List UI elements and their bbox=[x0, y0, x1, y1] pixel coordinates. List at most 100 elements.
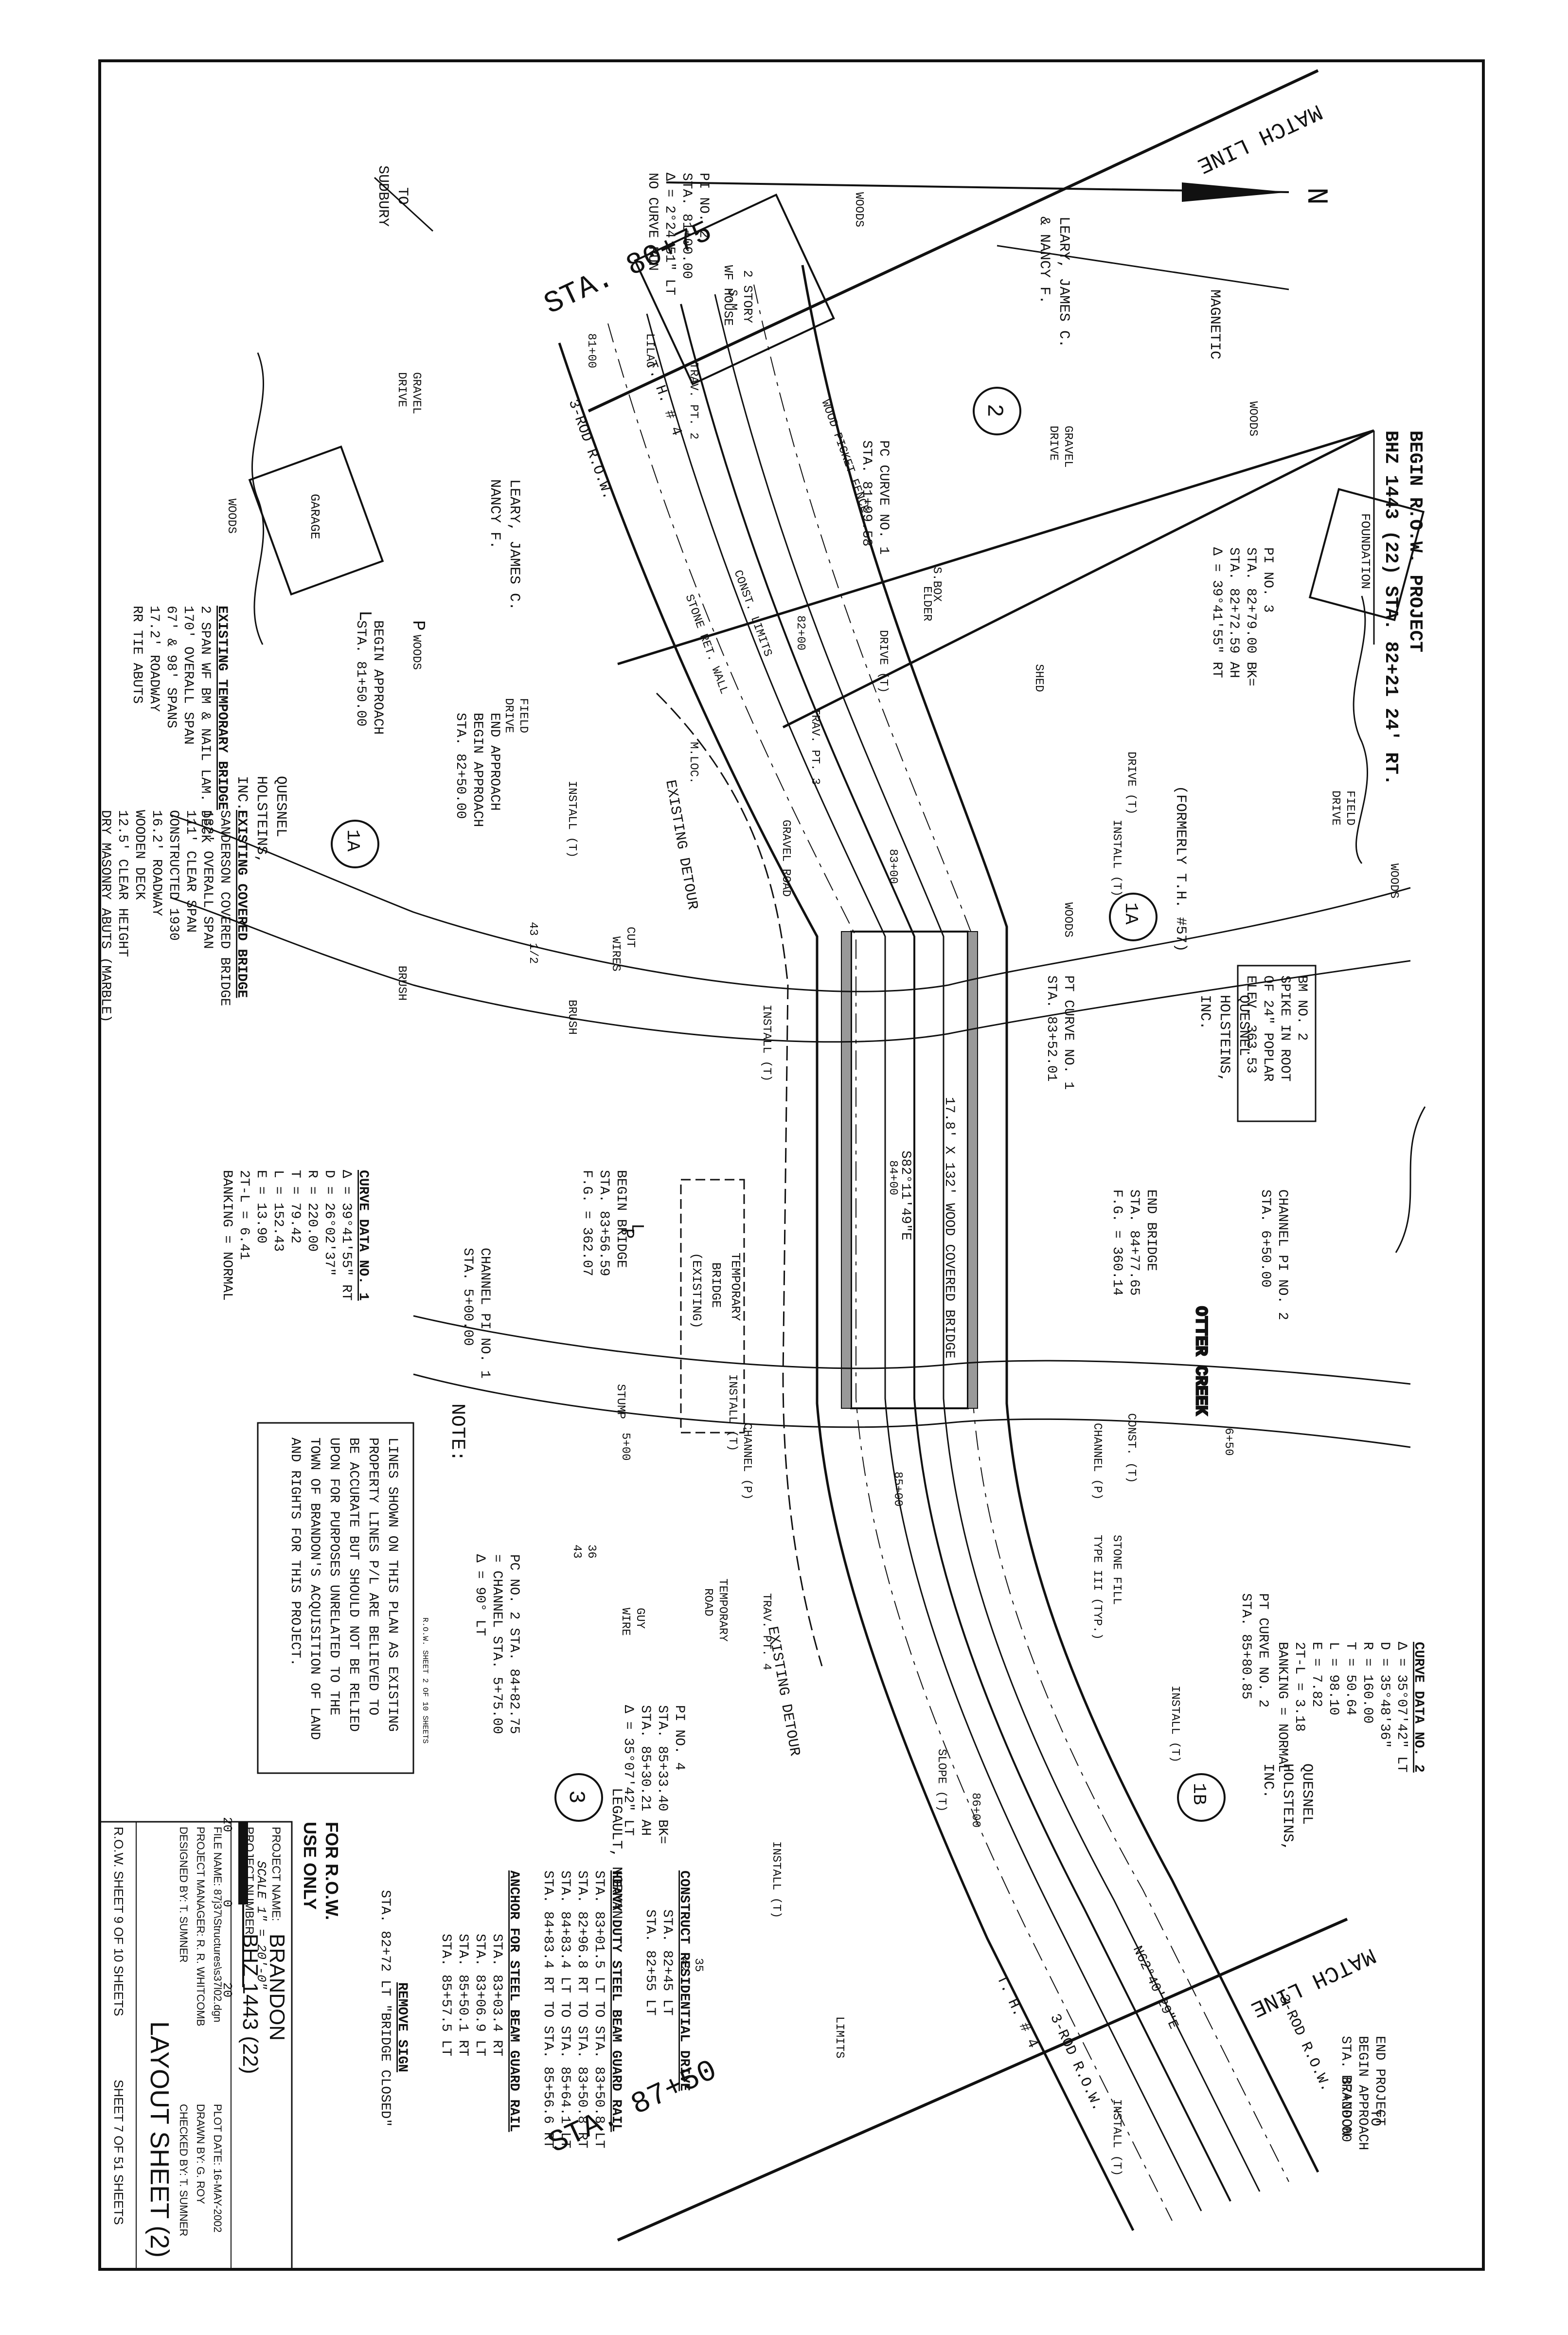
otter-creek-label: OTTER CREEK bbox=[1191, 1306, 1210, 1416]
owner-quesnel-c-3: INC. bbox=[1260, 1763, 1276, 1798]
tree-size-3: 43 bbox=[570, 1545, 583, 1559]
type-iii-label: TYPE III (TYP.) bbox=[1090, 1535, 1104, 1640]
note-l3: BE ACCURATE BUT SHOULD NOT BE RELIED bbox=[346, 1437, 361, 1732]
pt1-2: STA. 83+52.01 bbox=[1044, 975, 1059, 1081]
temp-bridge-title: EXISTING TEMPORARY BRIDGE bbox=[214, 606, 230, 810]
pi2-2: STA. 81+00.00 bbox=[679, 173, 694, 279]
guard-rail-l3: STA. 84+83.4 LT TO STA. 85+64.1 LT bbox=[557, 1870, 572, 2148]
tree-size-4: 35 bbox=[692, 1958, 705, 1972]
pc2-1: PC NO. 2 STA. 84+82.75 bbox=[506, 1554, 521, 1734]
parcel-1b: 1B bbox=[1188, 1783, 1209, 1805]
construct-drive-title: CONSTRUCT RESIDENTIAL DRIVE bbox=[677, 1870, 692, 2091]
remove-sign-title: REMOVE SIGN bbox=[394, 1982, 410, 2072]
curve2-l2: D = 35°48'36" bbox=[1377, 1642, 1392, 1748]
curve-data-1: CURVE DATA NO. 1 Δ = 39°41'55" RT D = 26… bbox=[219, 1170, 371, 1301]
for-row-1: FOR R.O.W. bbox=[322, 1822, 342, 1920]
owner-quesnel-c-1: QUESNEL bbox=[1299, 1763, 1315, 1825]
end-bridge-3: F.G. = 360.14 bbox=[1109, 1189, 1124, 1295]
pc2-2: = CHANNEL STA. 5+75.00 bbox=[489, 1554, 504, 1734]
pt2-1: PT CURVE NO. 2 bbox=[1255, 1593, 1270, 1707]
to-sudbury-label: TO bbox=[394, 187, 410, 205]
sbox-label: S.BOX bbox=[930, 567, 943, 602]
begin-bridge-3: F.G. = 362.07 bbox=[579, 1170, 594, 1276]
owner-quesnel-b-2: HOLSTEINS, bbox=[1216, 995, 1232, 1082]
covered-bridge-l8: DRY MASONRY ABUTS (MARBLE) bbox=[98, 810, 113, 1023]
sheet-of: SHEET 7 OF 51 SHEETS bbox=[111, 2080, 126, 2225]
temp-bridge-l5: RR TIE ABUTS bbox=[129, 606, 144, 704]
sm-label: S.M bbox=[726, 289, 739, 310]
gravel-road-label: GRAVEL ROAD bbox=[779, 820, 792, 897]
channel-p-1: CHANNEL (P) bbox=[740, 1423, 753, 1500]
curve1-l1: Δ = 39°41'55" RT bbox=[339, 1170, 354, 1301]
anchor-title: ANCHOR FOR STEEL BEAM GUARD RAIL bbox=[506, 1870, 521, 2132]
parcel-1a-right: 1A bbox=[1120, 902, 1141, 925]
curve2-l7: 2T-L = 3.18 bbox=[1292, 1642, 1307, 1732]
project-name: BRANDON bbox=[265, 1934, 289, 2041]
install-t-7: INSTALL (T) bbox=[1110, 2099, 1123, 2176]
owner-labels: LEARY, JAMES C. & NANCY F. LEARY, JAMES … bbox=[233, 216, 1315, 1919]
end-project-2: BEGIN APPROACH bbox=[1355, 2036, 1370, 2150]
foundation-outline bbox=[1308, 488, 1425, 621]
gravel-drive-2a: GRAVEL bbox=[1061, 426, 1074, 467]
bm2-4: ELEV. 363.53 bbox=[1243, 975, 1258, 1074]
sta-84: 84+00 bbox=[886, 1160, 899, 1195]
stream-banks: OTTER CREEK bbox=[170, 814, 1411, 1448]
formerly-th-label: (FORMERLY T.H. #57) bbox=[1172, 786, 1189, 952]
temporary-bridge-l3: (EXISTING) bbox=[689, 1253, 704, 1329]
channel-pi2-1: CHANNEL PI NO. 2 bbox=[1275, 1189, 1290, 1320]
curve-data-2: CURVE DATA NO. 2 Δ = 35°07'42" LT D = 35… bbox=[1275, 1642, 1426, 1773]
row-sheet-small: R.O.W. SHEET 2 OF 10 SHEETS bbox=[421, 1617, 429, 1743]
owner-quesnel-a-1: QUESNEL bbox=[272, 776, 289, 837]
field-drive-2b: DRIVE bbox=[1329, 790, 1342, 826]
sheet-title: LAYOUT SHEET (2) bbox=[145, 2021, 174, 2258]
guard-rail-l1: STA. 83+01.5 LT TO STA. 83+50.8 LT bbox=[591, 1870, 606, 2148]
pi3-1: PI NO. 3 bbox=[1260, 547, 1275, 612]
pc2-3: Δ = 90° LT bbox=[472, 1554, 487, 1636]
end-bridge-1: END BRIDGE bbox=[1143, 1189, 1158, 1271]
temporary-bridge-l2: BRIDGE bbox=[709, 1262, 723, 1308]
temporary-road-1a: TEMPORARY bbox=[716, 1579, 729, 1642]
sta-86: 86+00 bbox=[969, 1793, 982, 1828]
stump-label: STUMP bbox=[614, 1384, 627, 1419]
row-sheet: R.O.W. SHEET 9 OF 10 SHEETS bbox=[111, 1827, 126, 2016]
begin-bridge-2: STA. 83+56.59 bbox=[596, 1170, 611, 1276]
install-t-4: INSTALL (T) bbox=[726, 1374, 739, 1451]
parcel-1a-left: 1A bbox=[342, 829, 363, 852]
magnetic-label: MAGNETIC bbox=[1206, 289, 1223, 359]
drawn-by: DRAWN BY: G. ROY bbox=[195, 2104, 207, 2204]
garage-label: GARAGE bbox=[307, 494, 322, 539]
pi4-4: Δ = 35°07'42" LT bbox=[621, 1705, 636, 1836]
install-t-3: INSTALL (T) bbox=[760, 1005, 773, 1081]
gravel-drive-1b: DRIVE bbox=[395, 372, 408, 407]
curve2-title: CURVE DATA NO. 2 bbox=[1411, 1642, 1426, 1773]
shed-label: SHED bbox=[1032, 664, 1045, 692]
mloc-label: M.LOC. bbox=[687, 742, 700, 784]
pi4-3: STA. 85+30.21 AH bbox=[638, 1705, 653, 1836]
owner-leary-top-2: & NANCY F. bbox=[1036, 216, 1052, 304]
pi4-2: STA. 85+33.40 BK= bbox=[655, 1705, 670, 1844]
curve1-l4: T = 79.42 bbox=[287, 1170, 303, 1243]
lilac-label: LILAC bbox=[643, 333, 656, 368]
curve2-l8: BANKING = NORMAL bbox=[1275, 1642, 1290, 1773]
pl-label-1: P bbox=[408, 620, 428, 631]
house-label-2: WF HOUSE bbox=[721, 265, 735, 326]
temp-bridge-l4: 17.2' ROADWAY bbox=[146, 606, 161, 712]
covered-bridge-title: EXISTING COVERED BRIDGE bbox=[234, 810, 249, 998]
gravel-drive-1a: GRAVEL bbox=[410, 372, 423, 414]
wires-label: WIRES bbox=[609, 936, 622, 971]
sta-650: 6+50 bbox=[1222, 1428, 1235, 1456]
scale-tick-2: 20 bbox=[220, 1982, 234, 1997]
scale-tick-0: 20 bbox=[220, 1817, 234, 1832]
curve1-l8: BANKING = NORMAL bbox=[219, 1170, 234, 1301]
drive-t-2: DRIVE (T) bbox=[1124, 752, 1138, 815]
covered-bridge-l2: 132' OVERALL SPAN bbox=[200, 810, 215, 949]
sta-82: 82+00 bbox=[794, 615, 807, 650]
covered-bridge-l7: 12.5' CLEAR HEIGHT bbox=[115, 810, 130, 957]
begin-approach-1: BEGIN APPROACH bbox=[370, 620, 385, 735]
note-l4: UPON FOR PURPOSES UNRELATED TO THE bbox=[326, 1437, 341, 1715]
covered-bridge-label: 17.8' X 132' WOOD COVERED BRIDGE bbox=[942, 1097, 957, 1359]
curve1-l5: L = 152.43 bbox=[270, 1170, 285, 1252]
cut-label: CUT bbox=[624, 927, 637, 948]
end-approach-3: STA. 82+50.00 bbox=[453, 713, 468, 819]
arrow-to-sudbury bbox=[374, 177, 434, 232]
